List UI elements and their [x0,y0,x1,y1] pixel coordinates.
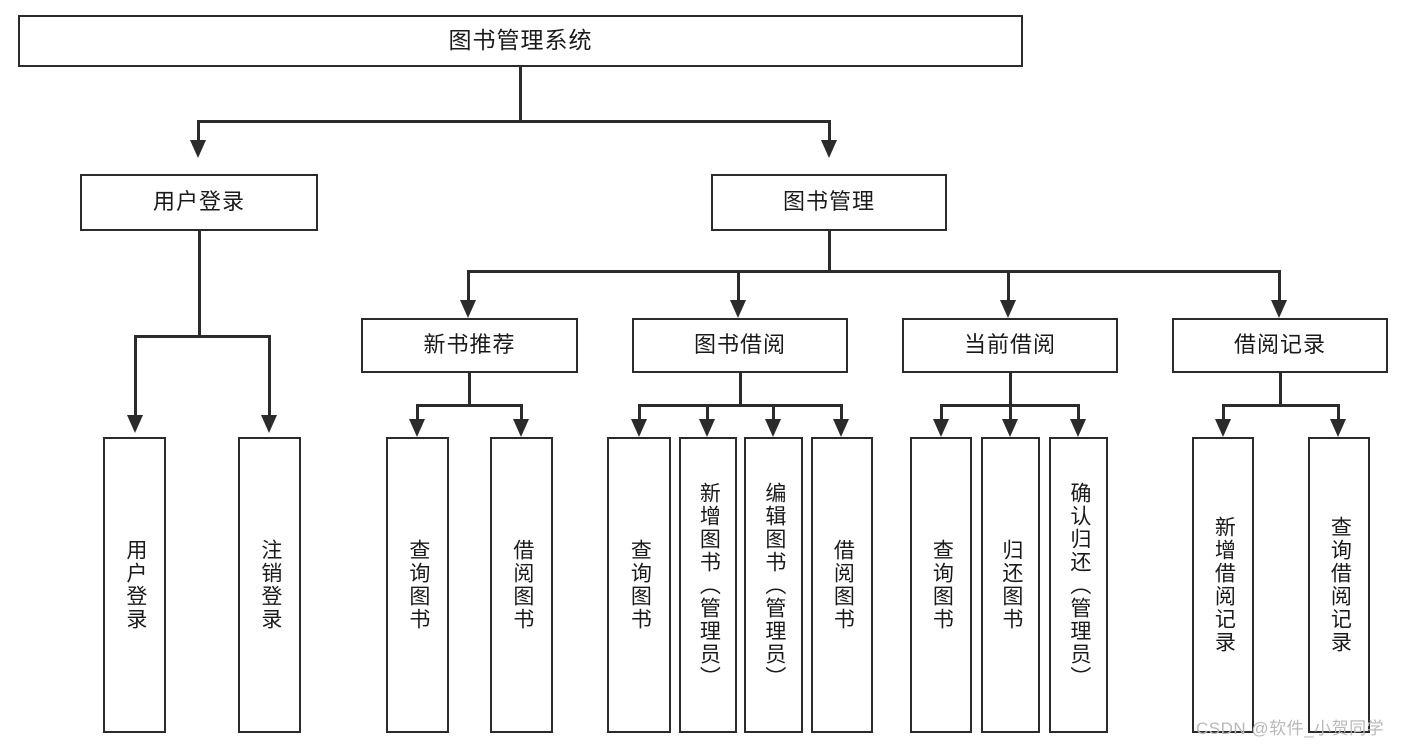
arrow-to-user-login [190,140,206,158]
leaf-current-borrow-1[interactable]: 归还图书 [981,437,1040,733]
leaf-label: 新增借阅记录 [1212,516,1236,654]
leaf-label: 查询图书 [930,539,954,631]
arrow-to-leaf-borrow-record-0 [1215,419,1231,437]
connector-book-borrow-drop-1 [706,404,709,421]
connector-book-manage-drop-1 [737,270,740,302]
arrow-to-leaf-user-login-0 [127,415,143,433]
connector-borrow-record-drop-1 [1337,404,1340,421]
arrow-to-leaf-book-borrow-0 [631,419,647,437]
connector-book-borrow-stem [739,373,742,404]
connector-book-borrow-drop-3 [840,404,843,421]
leaf-label: 查询图书 [628,539,652,631]
csdn-watermark: CSDN @软件_小贺同学 [1196,719,1385,738]
leaf-label: 注销登录 [258,539,282,631]
connector-book-manage-drop-3 [1278,270,1281,302]
node-user-login[interactable]: 用户登录 [80,174,318,231]
connector-current-borrow-drop-2 [1077,404,1080,421]
node-current-borrow[interactable]: 当前借阅 [902,318,1118,373]
connector-borrow-record-drop-0 [1222,404,1225,421]
connector-new-book-bus [416,404,523,407]
connector-book-manage-bus [467,270,1281,273]
arrow-to-book-manage [821,140,837,158]
connector-borrow-record-bus [1222,404,1340,407]
connector-root-drop-right [828,120,831,142]
arrow-to-leaf-current-borrow-0 [933,419,949,437]
leaf-book-borrow-3[interactable]: 借阅图书 [811,437,873,733]
leaf-label: 归还图书 [999,539,1023,631]
leaf-label: 确认归还（管理员） [1067,481,1091,689]
connector-book-borrow-drop-2 [772,404,775,421]
leaf-label: 编辑图书（管理员） [762,481,786,689]
leaf-user-login-0[interactable]: 用户登录 [103,437,166,733]
arrow-to-leaf-current-borrow-2 [1070,419,1086,437]
arrow-to-leaf-new-book-1 [513,419,529,437]
node-root-system[interactable]: 图书管理系统 [18,15,1023,67]
connector-new-book-drop-0 [416,404,419,421]
leaf-current-borrow-2[interactable]: 确认归还（管理员） [1049,437,1108,733]
connector-book-manage-drop-0 [467,270,470,302]
connector-current-borrow-drop-1 [1009,404,1012,421]
arrow-to-new-book-recommend [460,300,476,318]
arrow-to-leaf-book-borrow-3 [833,419,849,437]
node-new-book-recommend[interactable]: 新书推荐 [361,318,578,373]
leaf-label: 查询借阅记录 [1328,516,1352,654]
arrow-to-leaf-new-book-0 [409,419,425,437]
leaf-label: 用户登录 [123,539,147,631]
connector-book-borrow-drop-0 [638,404,641,421]
connector-new-book-stem [468,373,471,404]
arrow-to-leaf-book-borrow-2 [765,419,781,437]
leaf-user-login-1[interactable]: 注销登录 [238,437,301,733]
leaf-label: 查询图书 [406,539,430,631]
connector-book-manage-drop-2 [1007,270,1010,302]
connector-borrow-record-stem [1279,373,1282,404]
arrow-to-leaf-book-borrow-1 [699,419,715,437]
connector-root-bus [197,120,831,123]
connector-book-borrow-bus [638,404,843,407]
connector-user-login-bus [134,335,271,338]
leaf-borrow-record-0[interactable]: 新增借阅记录 [1192,437,1254,733]
leaf-label: 新增图书（管理员） [697,481,721,689]
connector-root-stem [519,67,522,120]
connector-user-login-drop-1 [268,335,271,417]
arrow-to-leaf-borrow-record-1 [1330,419,1346,437]
node-book-manage[interactable]: 图书管理 [711,174,947,231]
arrow-to-book-borrow [730,300,746,318]
leaf-current-borrow-0[interactable]: 查询图书 [910,437,972,733]
connector-current-borrow-drop-0 [940,404,943,421]
arrow-to-current-borrow [1000,300,1016,318]
arrow-to-borrow-record [1271,300,1287,318]
connector-user-login-drop-0 [134,335,137,417]
connector-new-book-drop-1 [520,404,523,421]
leaf-new-book-recommend-0[interactable]: 查询图书 [386,437,449,733]
arrow-to-leaf-user-login-1 [261,415,277,433]
node-borrow-record[interactable]: 借阅记录 [1172,318,1388,373]
leaf-book-borrow-1[interactable]: 新增图书（管理员） [679,437,737,733]
leaf-book-borrow-2[interactable]: 编辑图书（管理员） [744,437,803,733]
leaf-label: 借阅图书 [510,539,534,631]
connector-book-manage-stem [828,231,831,270]
connector-root-drop-left [197,120,200,142]
connector-user-login-stem [198,231,201,335]
leaf-new-book-recommend-1[interactable]: 借阅图书 [490,437,553,733]
leaf-borrow-record-1[interactable]: 查询借阅记录 [1308,437,1370,733]
connector-current-borrow-stem [1009,373,1012,404]
node-book-borrow[interactable]: 图书借阅 [632,318,848,373]
arrow-to-leaf-current-borrow-1 [1002,419,1018,437]
leaf-book-borrow-0[interactable]: 查询图书 [607,437,671,733]
leaf-label: 借阅图书 [831,539,855,631]
